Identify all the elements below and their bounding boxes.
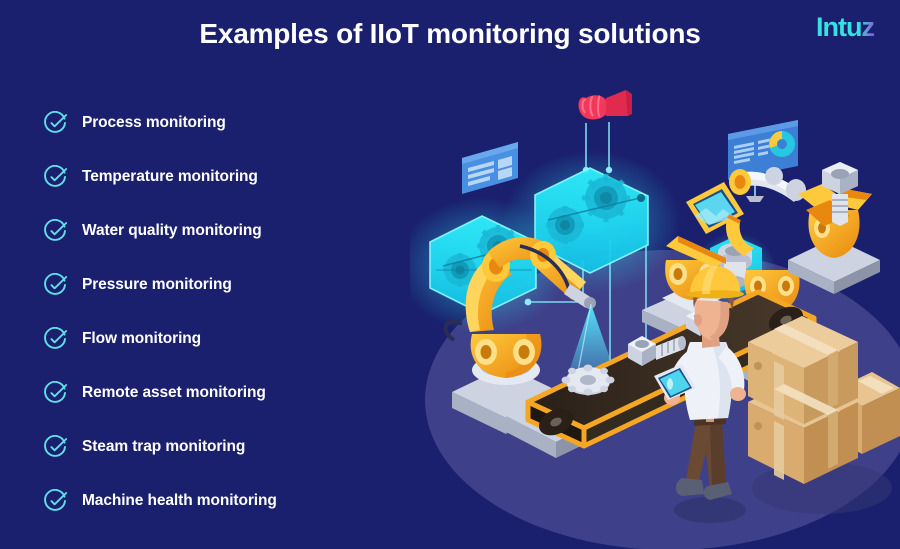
list-item-label: Remote asset monitoring — [82, 384, 266, 401]
check-circle-icon — [44, 435, 68, 457]
list-item: Temperature monitoring — [44, 150, 384, 204]
list-item-label: Steam trap monitoring — [82, 438, 246, 455]
list-item-label: Machine health monitoring — [82, 492, 277, 509]
check-circle-icon — [44, 165, 68, 187]
check-circle-icon — [44, 489, 68, 511]
robot-tablet-screen — [686, 182, 744, 234]
worker-with-tablet — [654, 265, 746, 523]
robot-arm-gripper — [729, 162, 880, 294]
gear-part — [561, 364, 615, 396]
list-item-label: Water quality monitoring — [82, 222, 262, 239]
list-item-label: Temperature monitoring — [82, 168, 258, 185]
check-circle-icon — [44, 381, 68, 403]
check-circle-icon — [44, 273, 68, 295]
list-item: Process monitoring — [44, 96, 384, 150]
page-title: Examples of IIoT monitoring solutions — [199, 18, 701, 49]
intuz-logo: Intuz — [816, 12, 875, 42]
check-circle-icon — [44, 327, 68, 349]
list-item: Pressure monitoring — [44, 258, 384, 312]
check-circle-icon — [44, 219, 68, 241]
bolt-part — [628, 336, 686, 366]
worker-tablet — [654, 364, 696, 400]
info-card — [462, 142, 518, 194]
factory-illustration — [410, 70, 900, 540]
cardboard-boxes — [748, 316, 900, 514]
monitoring-solutions-list: Process monitoring Temperature monitorin… — [44, 96, 384, 528]
list-item-label: Process monitoring — [82, 114, 226, 131]
list-item: Steam trap monitoring — [44, 420, 384, 474]
list-item-label: Flow monitoring — [82, 330, 202, 347]
dashboard-chart-card — [728, 120, 798, 202]
factory-illustration-svg — [410, 90, 900, 523]
logo-accent-text: z — [861, 12, 875, 42]
list-item: Machine health monitoring — [44, 474, 384, 528]
gripped-bolt — [822, 162, 858, 226]
check-circle-icon — [44, 111, 68, 133]
siren-alarm — [578, 90, 632, 120]
list-item-label: Pressure monitoring — [82, 276, 232, 293]
logo-primary-text: Intu — [816, 12, 862, 42]
list-item: Flow monitoring — [44, 312, 384, 366]
list-item: Water quality monitoring — [44, 204, 384, 258]
list-item: Remote asset monitoring — [44, 366, 384, 420]
